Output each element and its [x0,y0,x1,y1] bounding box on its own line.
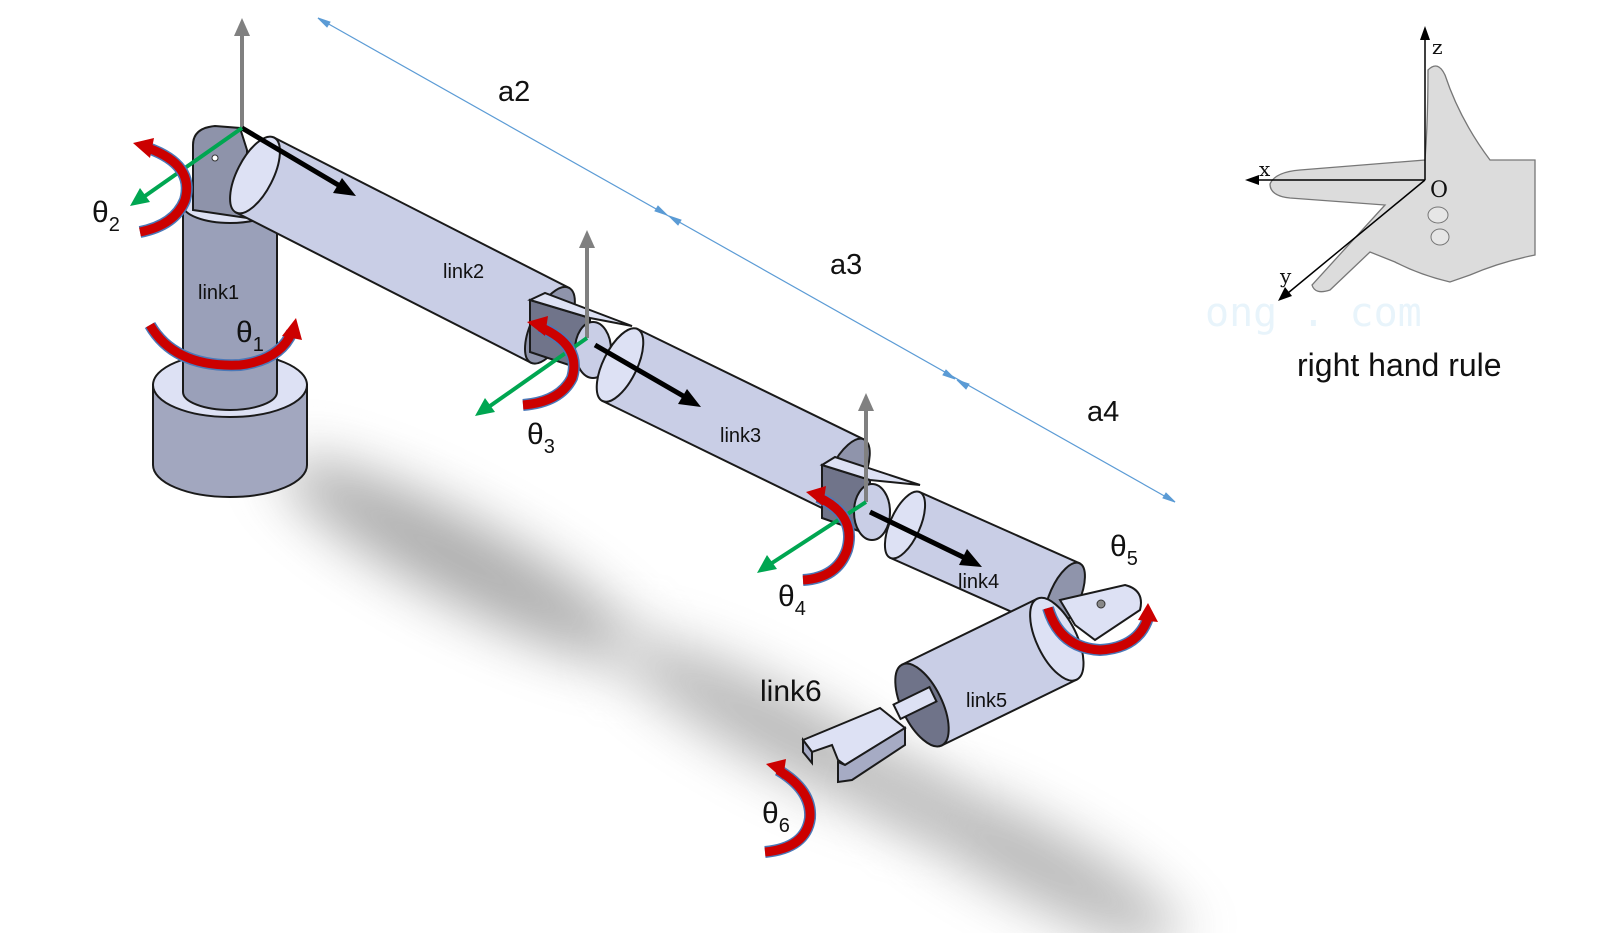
link5-body [894,596,1085,748]
link5-label: link5 [966,690,1007,712]
dimension-a4: a4 [1087,396,1119,428]
right-hand-illustration: ong . com z x y O [1205,26,1536,336]
rotation-arrow-theta6 [764,759,817,858]
y-axis-label: y [1279,264,1292,288]
rotation-arrow-theta4 [802,486,856,586]
link6-label: link6 [760,675,822,708]
watermark: ong . com [1205,290,1422,336]
theta5-label: θ5 [1110,530,1138,570]
z-axis-label: z [1432,35,1443,59]
link2-label: link2 [443,261,484,283]
theta2-label: θ2 [92,196,120,236]
frame4-axes [757,393,982,573]
rotation-arrow-theta1 [144,318,302,372]
theta1-label: θ1 [236,316,264,356]
x-axis-label: x [1259,157,1271,181]
z-axis-arrow-1 [234,18,250,36]
theta4-label: θ4 [778,580,806,620]
dimension-line [317,17,1176,503]
dimension-a2: a2 [498,76,530,108]
link4-label: link4 [958,571,999,593]
link1-label: link1 [198,282,239,304]
right-hand-rule-caption: right hand rule [1297,347,1502,383]
theta3-label: θ3 [527,418,555,458]
link4-body [883,490,1086,631]
link3-label: link3 [720,425,761,447]
rotation-arrow-theta5 [1042,603,1158,657]
dimension-a3: a3 [830,249,862,281]
frame1-axes [130,18,356,206]
hand-icon [1269,65,1536,293]
joint5-block [1058,583,1142,642]
frame3-axes [475,230,701,416]
rotation-arrow-theta3 [522,316,580,411]
theta6-label: θ6 [762,797,790,837]
link6-gripper [801,685,938,784]
rotation-arrow-theta2 [133,138,193,238]
origin-label: O [1430,178,1448,203]
